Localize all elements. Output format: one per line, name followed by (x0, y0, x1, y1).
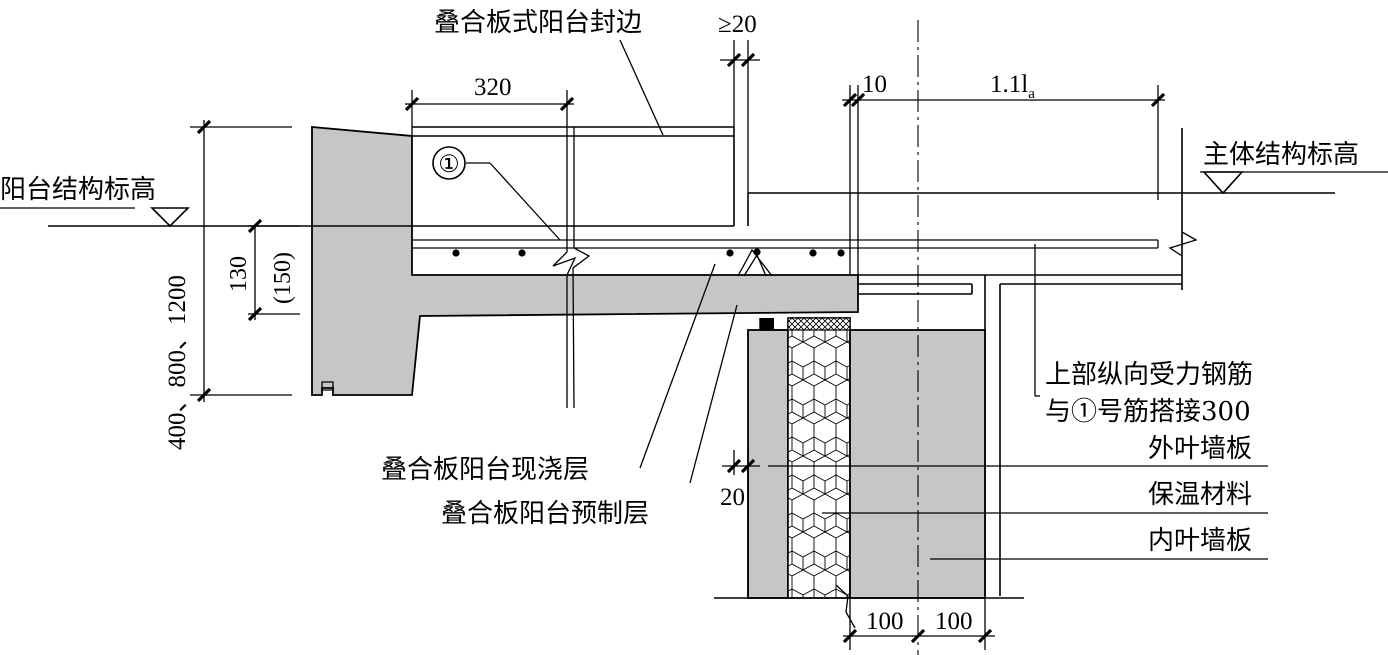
dim-10-lap (842, 85, 1166, 275)
rebar-dots (452, 248, 845, 257)
sandwich-wall (714, 317, 1024, 629)
outer-leaf-label: 外叶墙板 (1148, 434, 1252, 464)
dim-ge20 (720, 40, 760, 193)
outer-leaf-panel (747, 329, 789, 599)
insulation-label: 保温材料 (1148, 480, 1252, 510)
precast-layer-label: 叠合板阳台预制层 (441, 499, 649, 529)
drip-notch (321, 381, 334, 391)
leader-lines (466, 39, 1268, 560)
rebar-1-text: ① (438, 150, 460, 178)
main-elevation-label: 主体结构标高 (1203, 140, 1359, 170)
cast-layer-label: 叠合板阳台现浇层 (381, 455, 589, 485)
dim-320-text: 320 (474, 74, 512, 101)
main-elev-triangle (1202, 171, 1244, 195)
dim-ge20-text: ≥20 (718, 11, 757, 38)
balcony-elevation-label: 阳台结构标高 (0, 175, 156, 205)
insulation-panel (787, 317, 851, 599)
balcony-precast-slab (311, 126, 859, 396)
dim-130-text: 130 (226, 256, 252, 292)
upper-rebar-label-2: 与①号筋搭接300 (1045, 397, 1251, 427)
inner-leaf-label: 内叶墙板 (1148, 526, 1252, 556)
dim-height-text: 400、800、1200 (164, 275, 191, 450)
edge-title-label: 叠合板式阳台封边 (434, 8, 642, 38)
upper-rebar-label-1: 上部纵向受力钢筋 (1045, 360, 1253, 390)
rebar-1-marker (432, 146, 466, 180)
dim-10-text: 10 (862, 71, 887, 98)
edge-frame (412, 126, 1335, 227)
dim-lap-text: 1.1la (990, 71, 1035, 102)
break-mark (1168, 231, 1198, 257)
balcony-elev-triangle (150, 207, 190, 228)
dim-320 (404, 90, 575, 136)
dim-100-100 (842, 598, 995, 650)
dim-20 (722, 450, 760, 598)
dim-100b-text: 100 (935, 608, 973, 635)
dim-150-text: (150) (270, 252, 296, 304)
dim-130 (247, 218, 300, 322)
vertical-rebar-1 (552, 127, 591, 409)
dim-lap-subscript: a (1028, 86, 1035, 102)
lattice-truss (737, 248, 773, 277)
dim-height (190, 119, 292, 403)
dim-100a-text: 100 (866, 608, 904, 635)
dim-20-text: 20 (720, 484, 745, 511)
